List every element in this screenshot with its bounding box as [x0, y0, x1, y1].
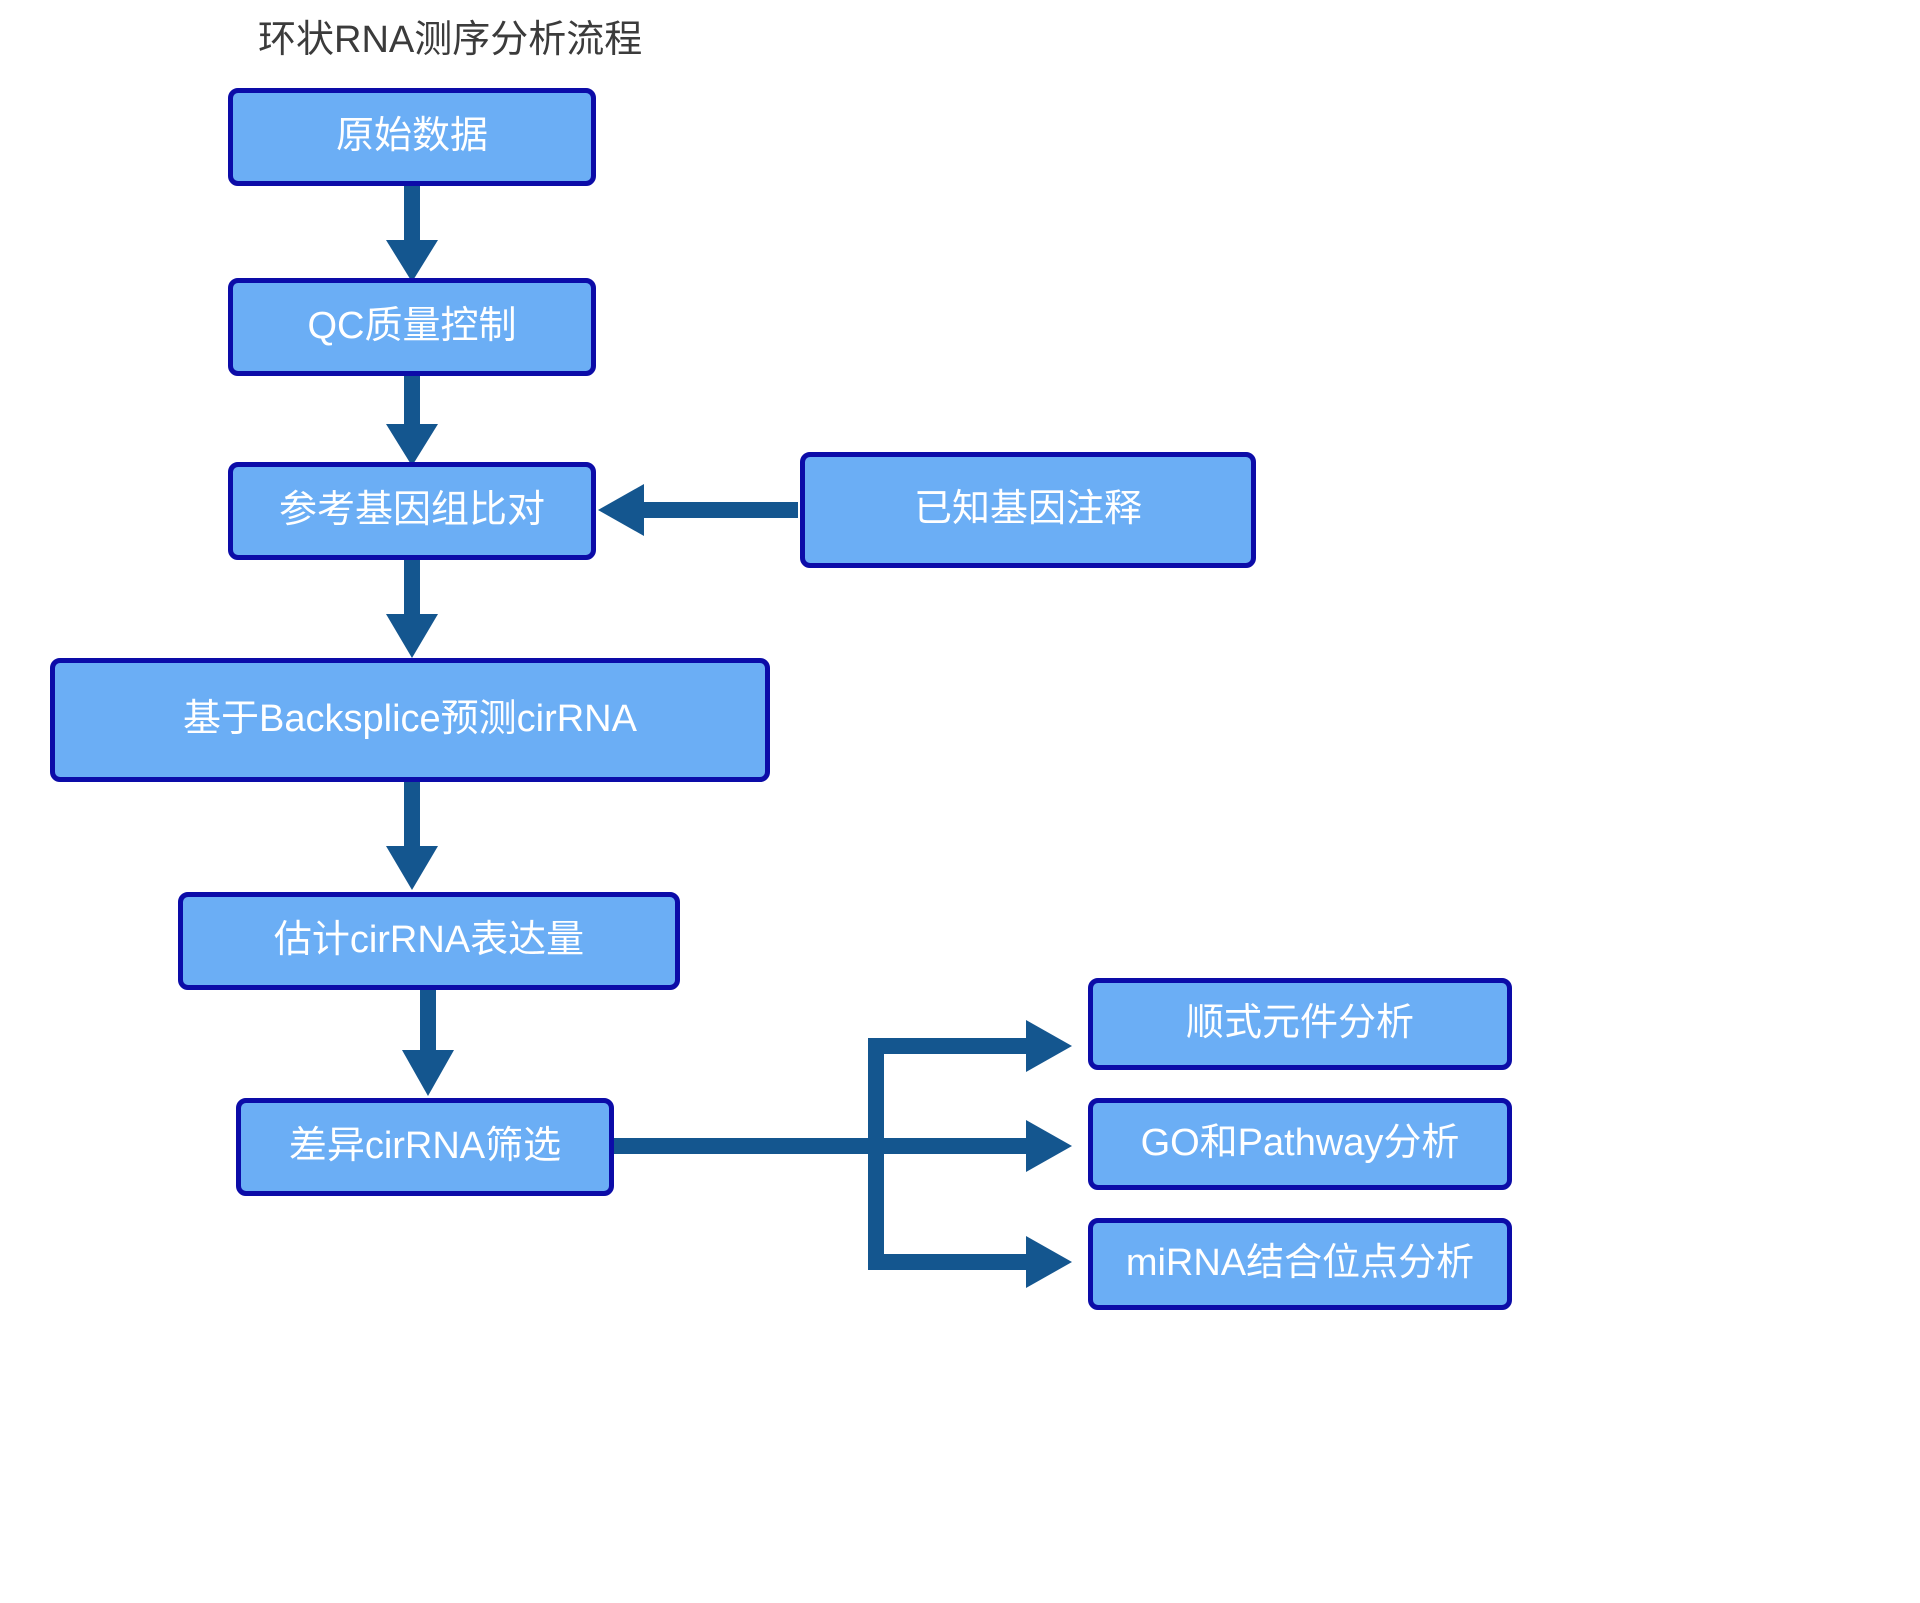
edge-qc-to-align: [386, 376, 438, 466]
edge-diff-to-cis-element: [868, 1020, 1072, 1072]
edge-backsplice-to-expression: [386, 782, 438, 890]
node-mirna-binding[interactable]: miRNA结合位点分析: [1088, 1218, 1512, 1310]
node-backsplice[interactable]: 基于Backsplice预测cirRNA: [50, 658, 770, 782]
node-diff-screen[interactable]: 差异cirRNA筛选: [236, 1098, 614, 1196]
edge-diff-to-mirna-binding: [868, 1236, 1072, 1288]
edge-raw-to-qc: [386, 186, 438, 282]
page-title: 环状RNA测序分析流程: [258, 19, 643, 61]
node-raw-data[interactable]: 原始数据: [228, 88, 596, 186]
edge-diff-branch-trunk: [614, 1046, 884, 1262]
node-expression[interactable]: 估计cirRNA表达量: [178, 892, 680, 990]
edge-known-to-align: [598, 484, 798, 536]
node-align[interactable]: 参考基因组比对: [228, 462, 596, 560]
node-qc[interactable]: QC质量控制: [228, 278, 596, 376]
edge-expression-to-diff: [402, 990, 454, 1096]
edge-align-to-backsplice: [386, 560, 438, 658]
node-cis-element[interactable]: 顺式元件分析: [1088, 978, 1512, 1070]
edge-diff-to-go-pathway: [868, 1120, 1072, 1172]
node-known-gene[interactable]: 已知基因注释: [800, 452, 1256, 568]
node-go-pathway[interactable]: GO和Pathway分析: [1088, 1098, 1512, 1190]
